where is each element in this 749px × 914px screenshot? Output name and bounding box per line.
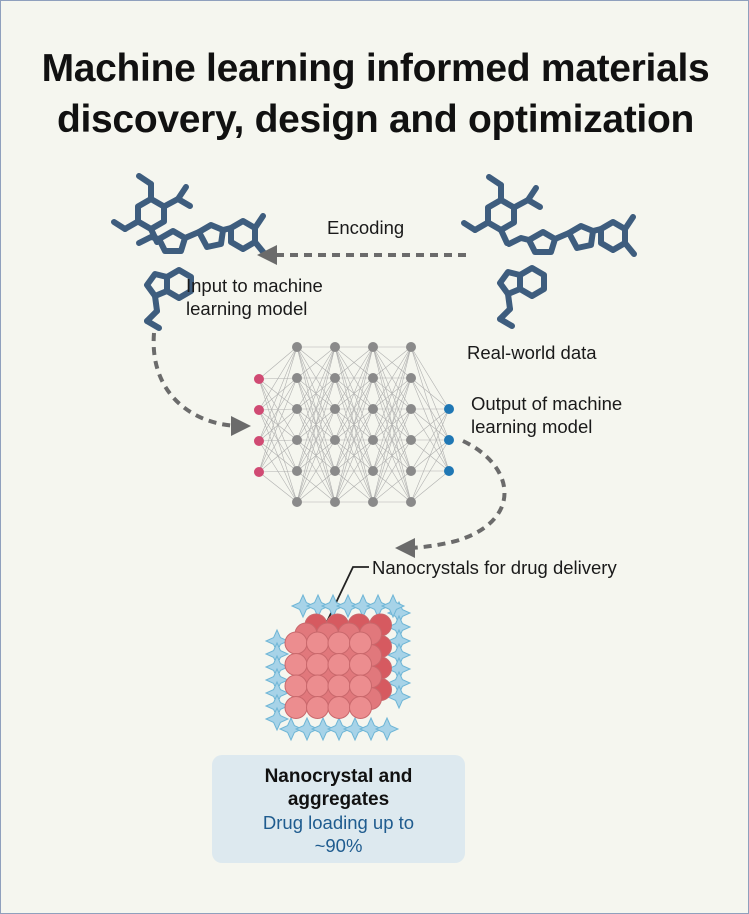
front-sphere — [349, 653, 372, 676]
output-label-line-1: Output of machine — [471, 393, 623, 414]
hidden-node — [406, 342, 416, 352]
info-sub-line-1: Drug loading up to — [262, 812, 415, 833]
input-arrow — [151, 332, 251, 436]
info-heading-line-2: aggregates — [287, 789, 390, 810]
front-sphere — [327, 674, 351, 698]
hidden-node — [330, 373, 340, 383]
title-line-1: Machine learning informed materials — [41, 47, 710, 90]
ligand-spike-icon — [375, 717, 399, 741]
front-sphere — [327, 653, 351, 676]
molecule-left-indole-icon — [147, 270, 191, 328]
input-label-line-2: learning model — [186, 298, 308, 319]
molecule-left-chain-icon — [139, 216, 264, 253]
hidden-node — [406, 404, 416, 414]
real-world-data-label: Real-world data — [467, 342, 597, 363]
output-label-line-2: learning model — [471, 416, 593, 437]
output-node — [444, 435, 454, 445]
hidden-node — [368, 342, 378, 352]
front-sphere — [349, 674, 372, 698]
hidden-node — [292, 435, 302, 445]
hidden-node — [292, 342, 302, 352]
input-node — [254, 405, 264, 415]
nanocrystals-label: Nanocrystals for drug delivery — [372, 557, 617, 578]
input-node — [254, 436, 264, 446]
front-sphere — [284, 674, 308, 698]
hidden-node — [292, 497, 302, 507]
front-sphere — [306, 631, 329, 655]
front-sphere — [284, 631, 308, 655]
hidden-node — [292, 466, 302, 476]
front-sphere — [327, 631, 351, 655]
front-sphere — [306, 696, 329, 719]
output-arrow — [395, 439, 507, 558]
front-sphere — [306, 653, 329, 676]
hidden-node — [330, 342, 340, 352]
hidden-node — [330, 497, 340, 507]
info-sub-line-2: ~90% — [314, 835, 363, 856]
hidden-node — [406, 497, 416, 507]
title-line-2: discovery, design and optimization — [56, 98, 694, 141]
info-box: Nanocrystal and aggregates Drug loading … — [212, 755, 465, 863]
hidden-node — [368, 435, 378, 445]
input-node — [254, 374, 264, 384]
hidden-node — [406, 373, 416, 383]
front-sphere — [327, 696, 351, 719]
hidden-node — [368, 404, 378, 414]
hidden-node — [406, 466, 416, 476]
hidden-node — [368, 497, 378, 507]
hidden-node — [292, 404, 302, 414]
front-sphere — [349, 631, 372, 655]
info-heading-line-1: Nanocrystal and — [264, 766, 413, 787]
hidden-node — [368, 466, 378, 476]
neural-network — [254, 342, 454, 507]
front-sphere — [284, 653, 308, 676]
front-sphere — [284, 696, 308, 719]
hidden-node — [368, 373, 378, 383]
output-node — [444, 404, 454, 414]
hidden-node — [330, 435, 340, 445]
front-sphere — [306, 674, 329, 698]
molecule-right-isoprenoid-icon — [464, 177, 540, 243]
output-node — [444, 466, 454, 476]
encoding-label: Encoding — [327, 217, 405, 238]
hidden-node — [406, 435, 416, 445]
input-label-line-1: Input to machine — [186, 275, 323, 296]
network-connections — [258, 346, 450, 503]
hidden-node — [330, 404, 340, 414]
hidden-node — [330, 466, 340, 476]
nanocrystal-cube-icon — [265, 594, 411, 741]
hidden-node — [292, 373, 302, 383]
molecule-right-indole-icon — [500, 268, 544, 326]
molecule-right-chain-icon — [509, 217, 634, 254]
front-sphere — [349, 696, 372, 719]
input-node — [254, 467, 264, 477]
